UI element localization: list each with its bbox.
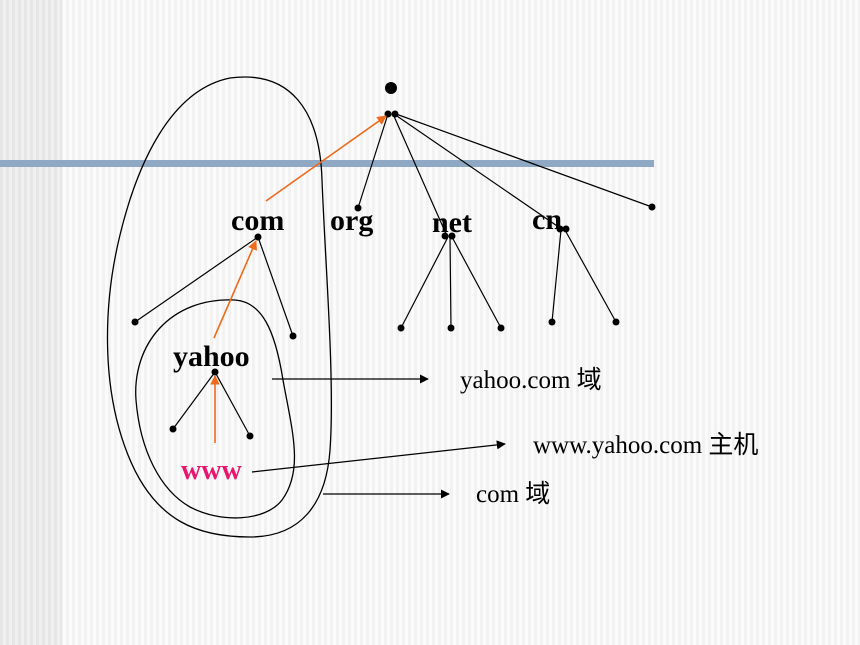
cn-dot — [556, 225, 564, 233]
tld-label-com: com — [231, 204, 284, 237]
edge-cn-left — [551, 229, 562, 323]
net-child-dot — [447, 324, 455, 332]
edge-net-right — [451, 236, 502, 329]
yahoo-child-dot — [246, 432, 254, 440]
second-level-label-yahoo: yahoo — [173, 340, 250, 373]
resolve-arrow-yahoo-com — [213, 240, 257, 339]
annotation-com-domain: com 域 — [476, 480, 550, 508]
edge-yahoo-left — [172, 371, 216, 430]
cn-child-dot — [612, 318, 620, 326]
background-strip — [0, 0, 62, 645]
cn-dot — [562, 225, 570, 233]
edge-cn-right — [564, 229, 617, 323]
resolve-arrow-com-root — [265, 115, 387, 202]
edge-root-other — [395, 113, 653, 208]
com-domain-boundary — [106, 76, 333, 538]
edge-com-right — [257, 236, 294, 337]
yahoo-child-dot — [169, 425, 177, 433]
com-child-dot — [131, 318, 139, 326]
pointer-arrow-www-host — [251, 440, 506, 473]
annotation-www-host: www.yahoo.com 主机 — [533, 431, 758, 459]
net-child-dot — [497, 324, 505, 332]
cn-child-dot — [548, 318, 556, 326]
tld-label-org: org — [330, 204, 373, 237]
edge-root-net — [392, 113, 448, 237]
host-label-www: www — [181, 455, 242, 486]
yahoo-domain-boundary — [135, 299, 296, 519]
slide-divider — [0, 160, 654, 167]
org-dot — [354, 204, 362, 212]
net-child-dot — [397, 324, 405, 332]
edge-net-mid — [449, 236, 452, 329]
net-dot — [441, 232, 449, 240]
com-child-dot — [289, 332, 297, 340]
edge-root-cn — [393, 113, 564, 231]
edge-net-left — [400, 236, 449, 329]
edge-root-org — [357, 113, 389, 209]
root-node — [385, 82, 397, 94]
annotation-yahoo-domain: yahoo.com 域 — [460, 366, 602, 394]
other-tld-dot — [648, 203, 656, 211]
edge-yahoo-right — [214, 371, 251, 437]
edge-com-left — [134, 236, 259, 323]
